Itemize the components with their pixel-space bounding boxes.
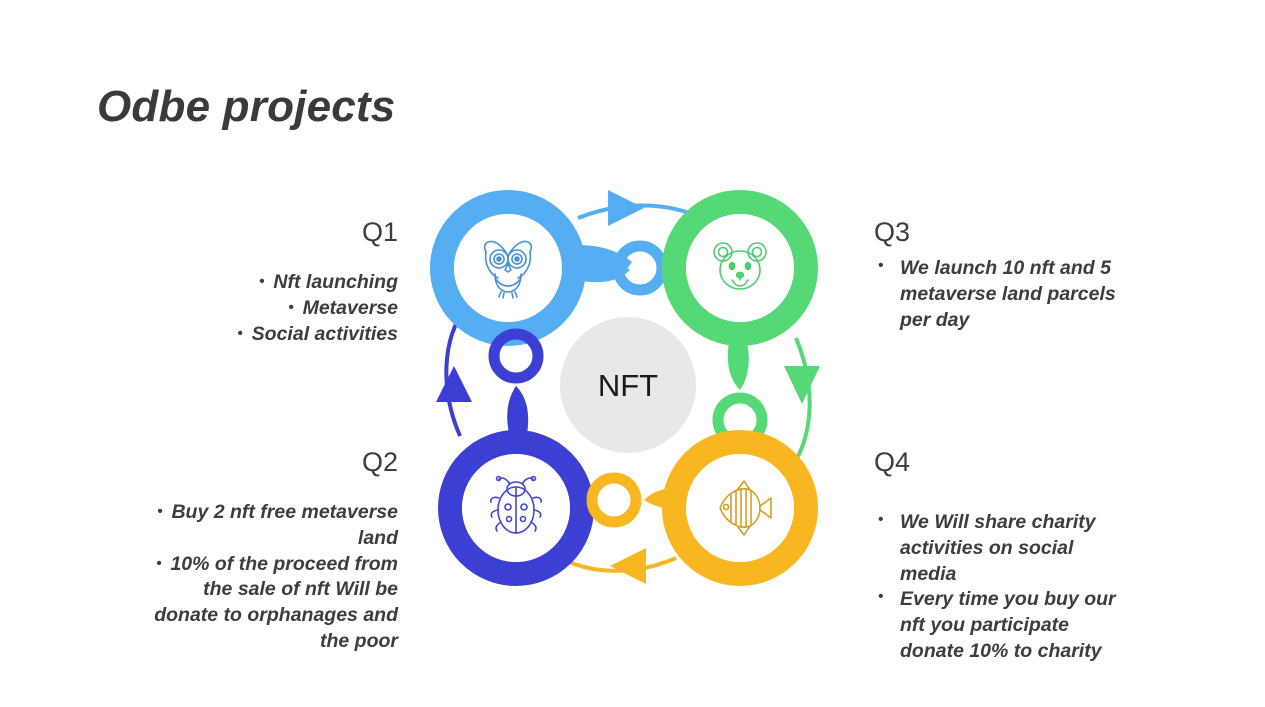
list-item: • We Will share charity activities on soc… [874, 510, 1124, 588]
bullet-text: Every time you buy our nft you participa… [900, 588, 1116, 663]
node-ring-q3 [662, 190, 818, 346]
bullet-text: We Will share charity activities on soci… [900, 510, 1096, 585]
node-small-ring-q4 [586, 472, 642, 528]
bullet-list-q1: • Nft launching • Metaverse • Social activi… [148, 270, 398, 348]
bullet-icon: • [288, 298, 294, 316]
node-ring-q2 [438, 430, 594, 586]
quadrant-q3: Q3 • We launch 10 nft and 5 metaverse lan… [874, 217, 1124, 334]
fish-icon [719, 480, 772, 536]
quadrant-label-q1: Q1 [361, 217, 398, 247]
bullet-icon: • [878, 256, 884, 274]
bullet-icon: • [878, 510, 884, 528]
list-item: • Social activities [148, 322, 398, 348]
quadrant-label-q3: Q3 [874, 217, 911, 247]
bullet-text: Nft launching [273, 270, 398, 293]
center-label: NFT [598, 368, 658, 403]
list-item: • Buy 2 nft free metaverse land [148, 500, 398, 552]
bullet-list-q4: • We Will share charity activities on soc… [874, 510, 1124, 666]
arrow-head-left-icon [436, 366, 472, 402]
node-disc-q4 [686, 454, 794, 562]
cycle-diagram: NFT [418, 178, 838, 598]
bullet-list-q2: •Buy 2 nft free metaverse land •10% of t… [148, 500, 398, 656]
page-title: Odbe projects [97, 82, 396, 131]
list-item: • Metaverse [148, 296, 398, 322]
cycle-node-q1[interactable] [430, 190, 668, 346]
quadrant-q2: Q2 •Buy 2 nft free metaverse land •10% o… [148, 447, 398, 656]
cycle-node-q2[interactable] [438, 328, 594, 586]
bear-icon [713, 242, 767, 290]
node-disc-q3 [686, 214, 794, 322]
bullet-text: We launch 10 nft and 5 metaverse land pa… [900, 256, 1116, 331]
bullet-list-q3: • We launch 10 nft and 5 metaverse land p… [874, 256, 1124, 334]
list-item: • Nft launching [148, 270, 398, 296]
node-small-ring-q2 [488, 328, 544, 384]
center-disc [560, 317, 696, 453]
list-item: • We launch 10 nft and 5 metaverse land p… [874, 256, 1124, 334]
bullet-icon: • [878, 588, 884, 606]
bullet-icon: • [156, 554, 162, 572]
owl-icon [483, 240, 533, 299]
arc-right [788, 337, 812, 472]
arrow-head-right-icon [784, 366, 820, 404]
node-ring-q4 [662, 430, 818, 586]
arrow-head-top-icon [608, 190, 644, 226]
quadrant-q1: Q1 • Nft launching • Metaverse • Social act… [148, 217, 398, 348]
quadrant-label-q4: Q4 [874, 447, 911, 477]
cycle-node-q3[interactable] [662, 190, 818, 448]
list-item: • Every time you buy our nft you particip… [874, 587, 1124, 665]
ladybug-icon [490, 475, 542, 534]
bullet-icon: • [237, 324, 243, 342]
bullet-text: 10% of the proceed from the sale of nft … [154, 552, 398, 653]
list-item: •10% of the proceed from the sale of nft… [148, 552, 398, 656]
bullet-text: Metaverse [302, 296, 398, 319]
bullet-icon: • [259, 272, 265, 290]
cycle-node-q4[interactable] [586, 430, 818, 586]
bullet-text: Buy 2 nft free metaverse land [171, 500, 398, 549]
quadrant-label-q2: Q2 [361, 447, 398, 477]
arrow-head-bottom-icon [610, 548, 646, 584]
bullet-icon: • [157, 502, 163, 520]
node-disc-q1 [454, 214, 562, 322]
quadrant-q4: Q4 • We Will share charity activities on … [874, 447, 1124, 666]
bullet-text: Social activities [251, 322, 398, 345]
